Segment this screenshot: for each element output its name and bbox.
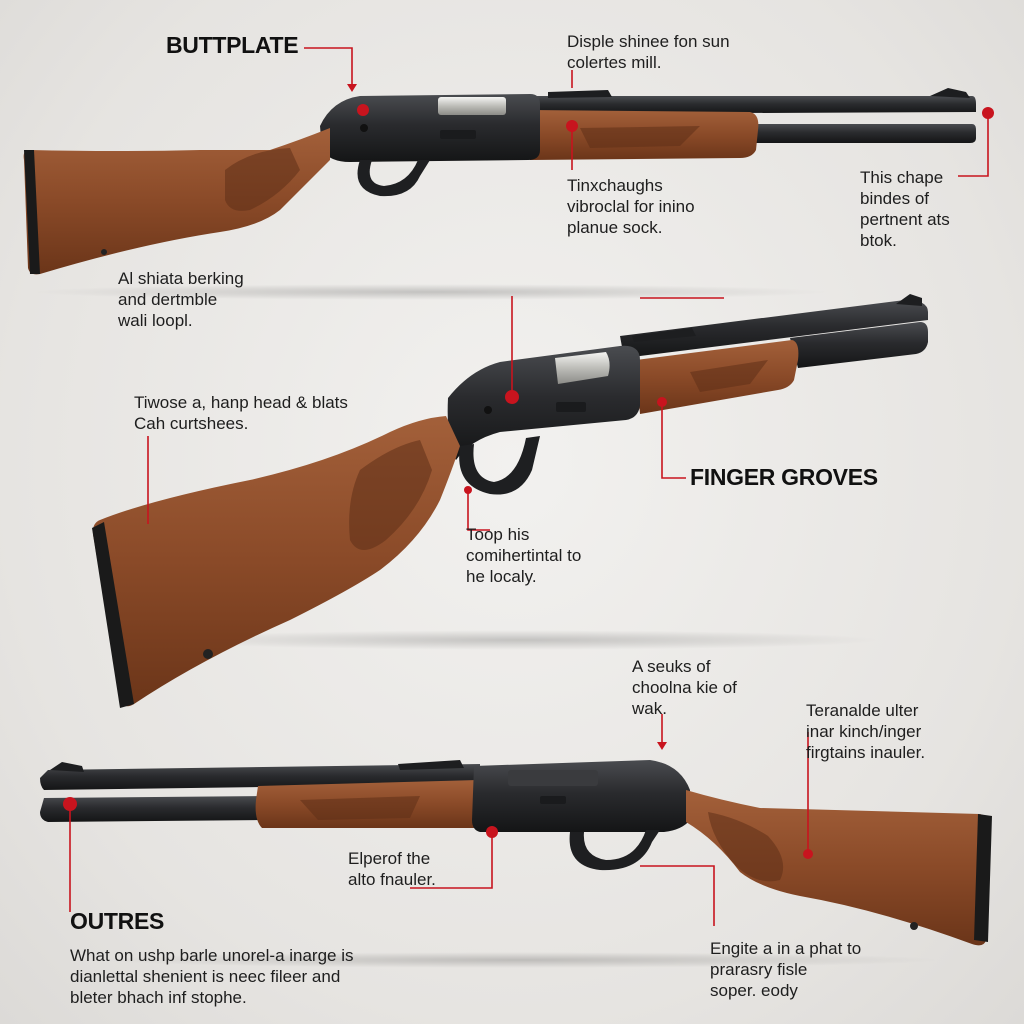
label-lower-center: A seuks of choolna kie of wak. (632, 657, 737, 718)
stock (686, 790, 990, 946)
label-top-center: Disple shinee fon sun colertes mill. (567, 32, 730, 72)
callout-dot (357, 104, 369, 116)
label-center-mid: Toop his comihertintal to he localy. (466, 525, 582, 586)
lever (569, 830, 660, 871)
buttplate-pad (974, 814, 992, 942)
callout-lines (69, 47, 989, 926)
barrel (520, 96, 976, 114)
label-left-mid: Tiwose a, hanp head & blats Cah curtshee… (134, 393, 348, 433)
receiver (320, 94, 540, 162)
forend-checkering (300, 796, 420, 820)
bolt (438, 97, 506, 115)
buttplate-pad (92, 522, 134, 708)
callout-dot (505, 390, 519, 404)
label-top-right: This chape bindes of pertnent ats btok. (860, 168, 950, 250)
callout-dot (982, 107, 994, 119)
receiver (447, 345, 640, 460)
heading-finger-groves: FINGER GROVES (690, 464, 878, 490)
lever (459, 436, 540, 495)
buttplate-pad (24, 150, 40, 274)
forend-checkering (580, 126, 700, 148)
callout-markers (63, 84, 994, 859)
label-bottom-mid: Elperof the alto fnauler. (348, 849, 436, 889)
barrel (620, 300, 928, 358)
magazine-tube (40, 796, 262, 822)
label-bottom-right: Engite a in a phat to prarasry fisle sop… (710, 939, 862, 1000)
rifle-middle (92, 294, 928, 708)
heading-outres: OUTRES (70, 908, 165, 934)
label-left-upper: Al shiata berking and dertmble wali loop… (118, 269, 244, 330)
rifle-top (23, 88, 976, 300)
heading-buttplate: BUTTPLATE (166, 32, 299, 58)
callout-dot (803, 849, 813, 859)
callout-dot (63, 797, 77, 811)
lever (357, 160, 430, 197)
forend-checkering (690, 360, 768, 392)
label-bottom-left: What on ushp barle unorel-a inarge is di… (70, 946, 354, 1007)
grip-checkering (225, 148, 300, 211)
rifle-bottom (40, 760, 992, 968)
magazine-tube (745, 124, 976, 143)
magazine-tube (790, 322, 928, 368)
label-lower-right: Teranalde ulter inar kinch/inger firgtai… (806, 701, 926, 762)
grip-checkering (349, 440, 432, 550)
callout-dot (464, 486, 472, 494)
rear-sight (632, 328, 696, 342)
callout-dot (566, 120, 578, 132)
callout-dot (657, 397, 667, 407)
callout-dot (486, 826, 498, 838)
rear-sight (548, 90, 612, 98)
grip-checkering (708, 812, 784, 882)
label-top-mid: Tinxchaughs vibroclal for inino planue s… (567, 176, 695, 237)
rear-sight (398, 760, 464, 770)
bolt (555, 352, 610, 384)
